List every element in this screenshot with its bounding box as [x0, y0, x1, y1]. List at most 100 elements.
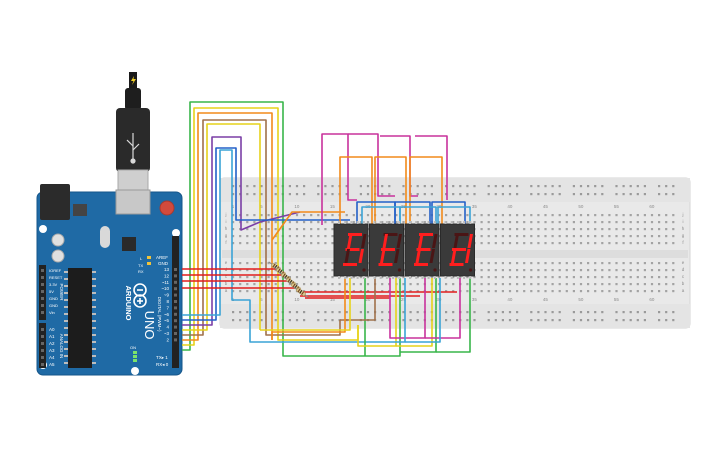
- power-pin[interactable]: [41, 311, 44, 314]
- terminal-hole: [487, 269, 490, 272]
- terminal-hole: [622, 283, 625, 286]
- analog-pin[interactable]: [41, 356, 44, 359]
- wire-blue-loop[interactable]: [182, 147, 350, 321]
- wire-yellow-inner[interactable]: [182, 123, 261, 331]
- digital-pin[interactable]: [174, 287, 177, 291]
- power-pin[interactable]: [41, 276, 44, 279]
- terminal-hole: [572, 283, 575, 286]
- terminal-hole: [239, 242, 242, 245]
- digital-pin[interactable]: [174, 325, 177, 329]
- power-rail-hole: [615, 193, 618, 196]
- analog-pin[interactable]: [41, 335, 44, 338]
- terminal-hole: [487, 283, 490, 286]
- seven-segment-display[interactable]: d: [440, 221, 475, 289]
- analog-pin[interactable]: [41, 342, 44, 345]
- wire-orange-right[interactable]: [271, 278, 346, 340]
- analog-pin-label: A4: [49, 355, 55, 360]
- arduino-uno[interactable]: ARDUINO UNO DIGITAL (PWM~) POWER ANALOG …: [36, 72, 183, 376]
- analog-pin[interactable]: [41, 349, 44, 352]
- wire-green-outer[interactable]: [182, 101, 286, 357]
- power-rail-hole: [622, 193, 625, 196]
- digital-pin[interactable]: [174, 300, 177, 303]
- wire-brown-loop[interactable]: [182, 119, 341, 336]
- digital-pin[interactable]: [174, 268, 177, 271]
- digital-pin[interactable]: [174, 332, 177, 335]
- terminal-hole: [239, 276, 242, 279]
- resistors[interactable]: [268, 260, 310, 298]
- terminal-hole: [636, 276, 639, 279]
- terminal-hole: [650, 276, 654, 279]
- terminal-hole: [558, 221, 561, 224]
- terminal-hole: [523, 235, 526, 238]
- wire-green-bottom[interactable]: [286, 278, 401, 357]
- power-rail-hole: [295, 311, 299, 314]
- digital-pin[interactable]: [174, 319, 177, 323]
- segment-d: [378, 263, 393, 266]
- digital-pin[interactable]: [174, 293, 177, 297]
- wire-purple-bottom[interactable]: [389, 278, 426, 339]
- analog-pin-label: A3: [49, 348, 55, 353]
- digital-pin[interactable]: [174, 274, 177, 278]
- power-rail-hole: [459, 193, 462, 196]
- seven-segment-display[interactable]: S: [333, 221, 369, 289]
- wire-magenta-bottom[interactable]: [425, 278, 461, 339]
- wire-magenta-4[interactable]: [415, 135, 448, 200]
- wire-cyan-bottom-2[interactable]: [405, 278, 441, 343]
- analog-pin[interactable]: [41, 328, 44, 331]
- wire-yellow-right[interactable]: [260, 278, 351, 331]
- terminal-hole: [523, 228, 526, 231]
- terminal-hole: [331, 290, 334, 293]
- wire-magenta-2[interactable]: [348, 133, 395, 197]
- digital-pin[interactable]: [174, 306, 177, 310]
- terminal-hole: [423, 276, 426, 279]
- terminal-hole: [530, 214, 533, 217]
- wire-brown-right[interactable]: [340, 278, 376, 321]
- display-pin: [398, 276, 401, 279]
- terminal-hole: [523, 290, 526, 293]
- wire-orange-2[interactable]: [374, 156, 407, 225]
- digital-pin[interactable]: [174, 338, 177, 342]
- power-pin[interactable]: [41, 290, 44, 293]
- wire-purple-loop[interactable]: [182, 136, 301, 326]
- wire-green-right[interactable]: [436, 278, 471, 353]
- wire-yellow-bottom[interactable]: [357, 278, 397, 347]
- power-pin[interactable]: [41, 269, 44, 272]
- column-number: 45: [543, 204, 549, 209]
- power-pin[interactable]: [41, 304, 44, 307]
- terminal-hole: [643, 269, 646, 272]
- power-rail-hole: [558, 319, 561, 322]
- power-rail-hole: [459, 185, 462, 188]
- power-rail-hole: [508, 311, 512, 314]
- terminal-hole: [402, 214, 405, 217]
- analog-pin[interactable]: [41, 363, 44, 366]
- digital-pin[interactable]: [174, 312, 177, 316]
- power-pin[interactable]: [41, 283, 44, 286]
- column-number: 30: [436, 297, 442, 302]
- wire-yellow-bottom-2[interactable]: [396, 278, 433, 347]
- seven-segment-display[interactable]: E: [404, 221, 440, 289]
- wire-orange-1[interactable]: [339, 156, 373, 225]
- power-pin[interactable]: [41, 297, 44, 300]
- wire-cyan-3[interactable]: [437, 206, 471, 225]
- wire-blue-2[interactable]: [394, 201, 431, 225]
- terminal-hole: [246, 221, 249, 224]
- reset-button[interactable]: [159, 200, 175, 216]
- wire-orange-3[interactable]: [409, 156, 443, 225]
- power-rail-hole: [516, 319, 519, 322]
- terminal-hole: [601, 269, 604, 272]
- seven-segment-display[interactable]: t: [369, 221, 404, 289]
- power-rail-hole: [246, 185, 249, 188]
- terminal-hole: [288, 276, 291, 279]
- analog-pin-label: A5: [49, 362, 55, 367]
- terminal-hole: [381, 283, 384, 286]
- atmega-chip: [68, 268, 92, 368]
- wire-orange-diagonal[interactable]: [271, 211, 345, 241]
- digital-pin[interactable]: [174, 280, 177, 284]
- wire-cyan-2[interactable]: [399, 206, 437, 225]
- power-pin-label: 5V: [49, 289, 54, 294]
- resistor[interactable]: [293, 285, 310, 298]
- wire-orange-loop[interactable]: [182, 112, 273, 341]
- wire-blue-3[interactable]: [431, 201, 466, 225]
